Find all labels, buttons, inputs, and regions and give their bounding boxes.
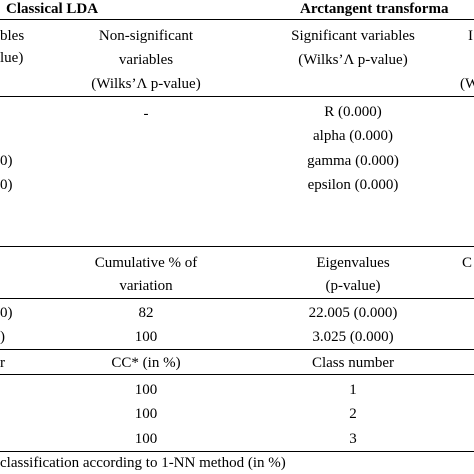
col0-value-1: 0) <box>0 153 13 169</box>
variables-header-line2: lue) <box>0 50 24 66</box>
cumulative-header-line2: variation <box>119 278 173 294</box>
sig-header-line1: Significant variables <box>291 28 415 44</box>
section2-header-rule <box>0 298 474 299</box>
section1-header-rule <box>0 96 474 97</box>
classical-lda-header: Classical LDA <box>6 1 99 17</box>
section2-row2-cumulative: 100 <box>134 329 158 345</box>
sig-value-r: R (0.000) <box>324 104 382 120</box>
section2-row2-col0: ) <box>0 329 5 345</box>
section2-row1-col0: 0) <box>0 305 13 321</box>
eigenvalues-header-line1: Eigenvalues <box>316 255 390 271</box>
footnote: classification according to 1-NN method … <box>0 455 286 471</box>
col3-header-line2: (W <box>460 76 474 92</box>
sig-value-epsilon: epsilon (0.000) <box>307 177 399 193</box>
cumulative-header-line1: Cumulative % of <box>94 255 198 271</box>
section3-row3-class: 3 <box>349 431 357 447</box>
nonsig-header-line2: variables <box>118 52 174 68</box>
header-rule <box>0 19 474 20</box>
section2-bottom-rule <box>0 349 474 350</box>
section1-bottom-rule <box>0 246 474 247</box>
class-number-header: Class number <box>311 355 395 371</box>
nonsig-header-line1: Non-significant <box>98 28 194 44</box>
section2-row2-eigenvalue: 3.025 (0.000) <box>312 329 394 345</box>
sig-header-line2: (Wilks’Λ p-value) <box>298 52 408 68</box>
table-bottom-rule <box>0 451 474 452</box>
section3-row1-cc: 100 <box>134 382 158 398</box>
nonsig-value: - <box>143 106 149 122</box>
col3-header-section2: C <box>462 255 473 271</box>
col0-value-2: 0) <box>0 177 13 193</box>
eigenvalues-header-line2: (p-value) <box>325 278 381 294</box>
section2-row1-cumulative: 82 <box>138 305 154 321</box>
section2-row1-eigenvalue: 22.005 (0.000) <box>308 305 398 321</box>
section3-row3-cc: 100 <box>134 431 158 447</box>
cc-header: CC* (in %) <box>111 355 181 371</box>
arctangent-header: Arctangent transforma <box>300 1 449 17</box>
section3-col0-header: r <box>0 355 5 371</box>
sig-value-gamma: gamma (0.000) <box>307 153 399 169</box>
nonsig-header-line3: (Wilks’Λ p-value) <box>91 76 201 92</box>
sig-value-alpha: alpha (0.000) <box>313 128 393 144</box>
section3-row1-class: 1 <box>349 382 357 398</box>
section3-row2-class: 2 <box>349 406 357 422</box>
col3-header-line1: I <box>468 28 473 44</box>
variables-header-line1: bles <box>0 28 25 44</box>
section3-header-rule <box>0 374 474 375</box>
section3-row2-cc: 100 <box>134 406 158 422</box>
